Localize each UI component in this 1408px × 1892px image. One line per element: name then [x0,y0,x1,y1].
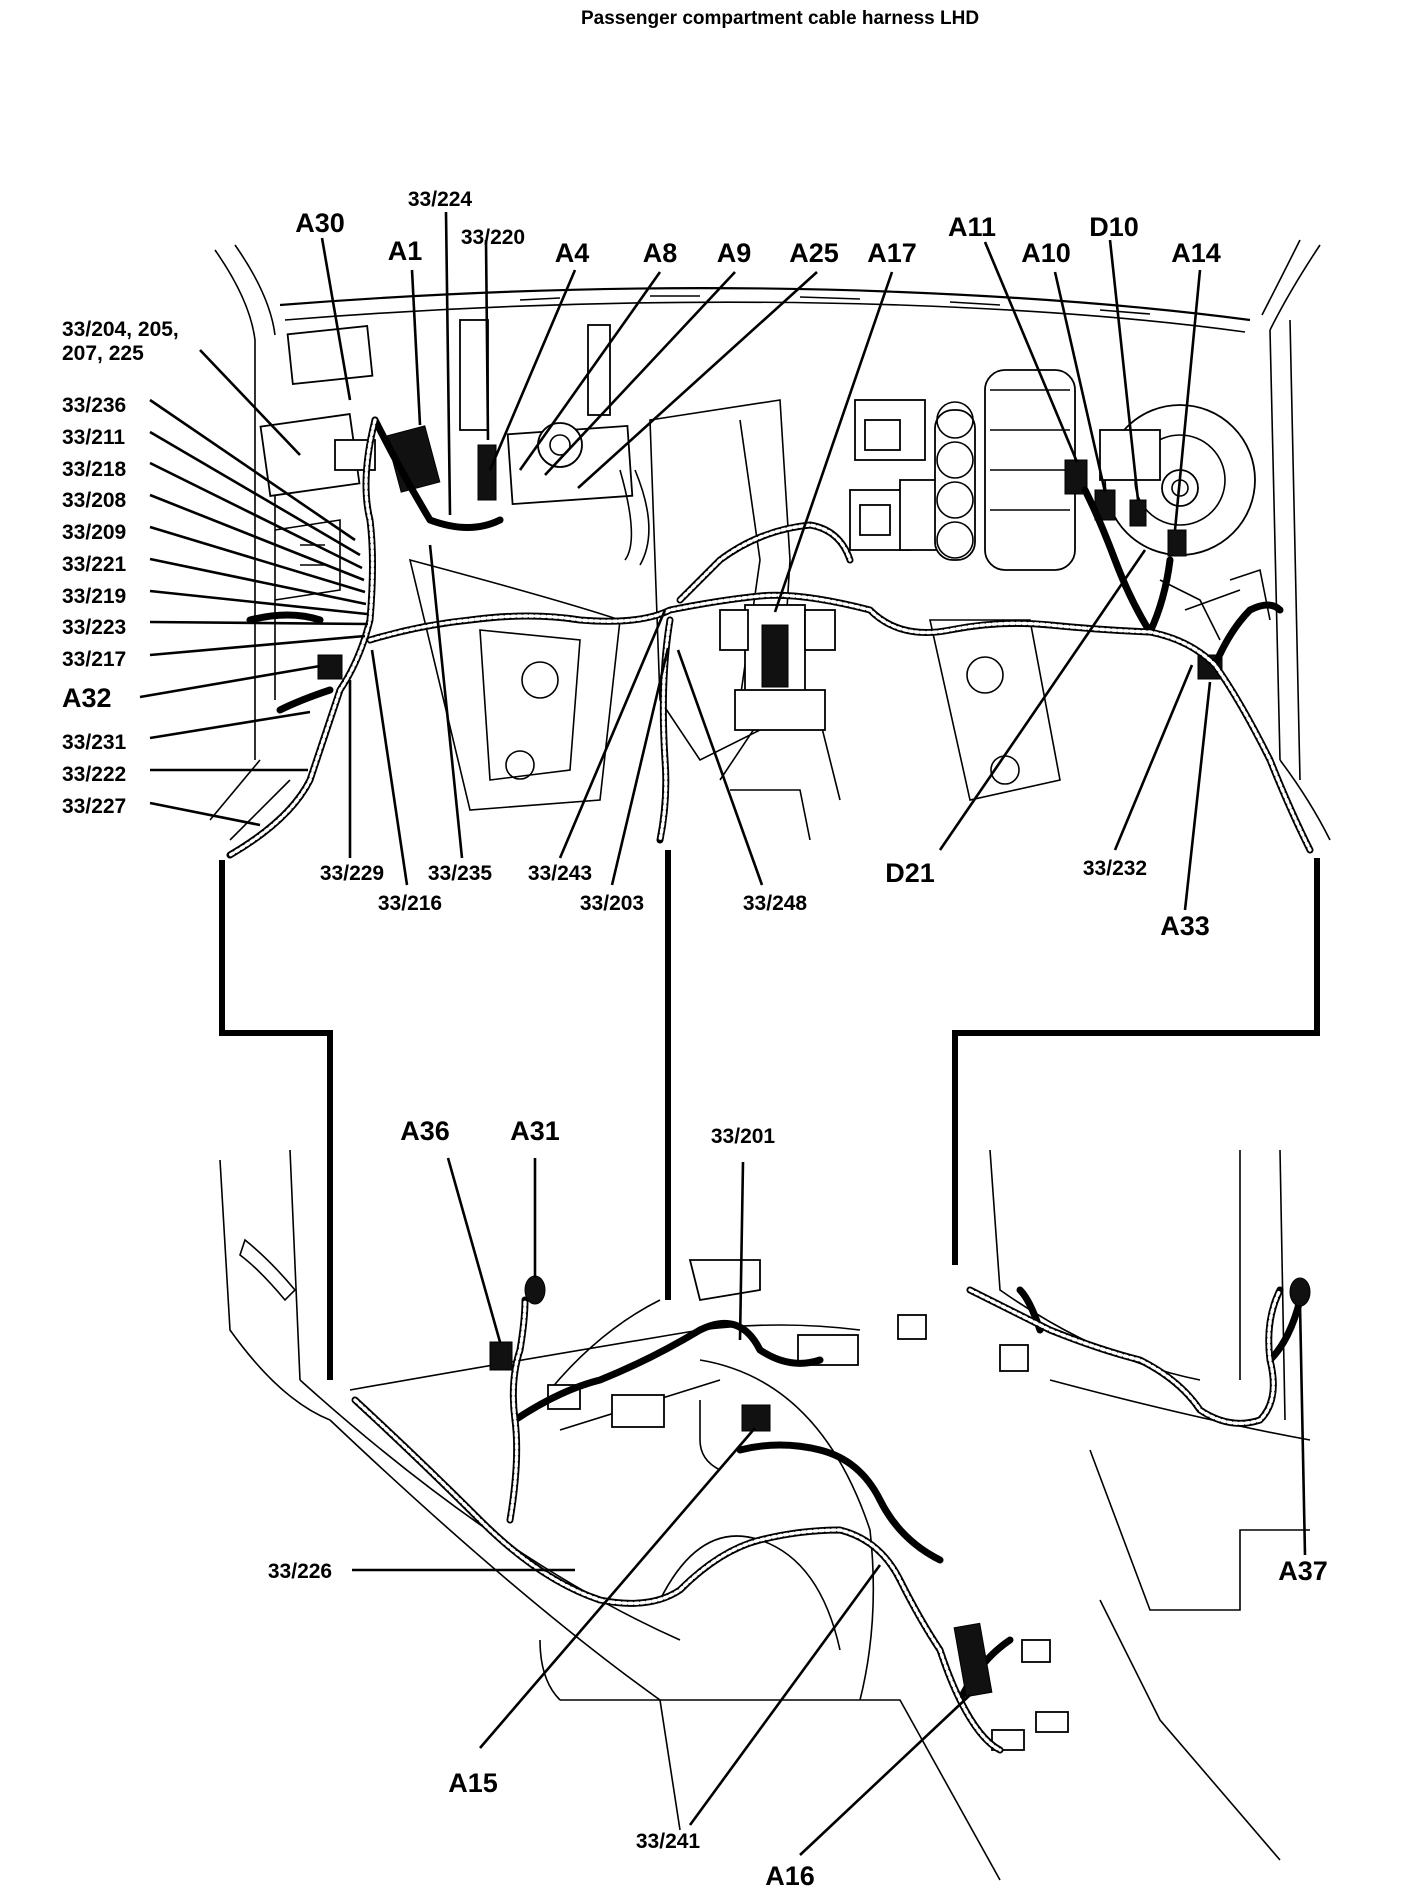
label-33-226: 33/226 [268,1560,332,1583]
label-33-243: 33/243 [528,862,592,885]
label-a1: A1 [388,236,423,266]
label-a25: A25 [789,238,839,268]
leader-lines [139,211,1307,1856]
label-d21: D21 [885,858,935,888]
lower-harness [351,1275,1311,1754]
label-a33: A33 [1160,911,1210,941]
label-a17: A17 [867,238,917,268]
label-33-221: 33/221 [62,553,127,576]
label-33-236: 33/236 [62,394,126,417]
label-33-219: 33/219 [62,585,126,608]
label-33-224: 33/224 [408,188,473,211]
label-a16: A16 [765,1861,815,1891]
floor-outline [219,1149,1311,1881]
label-33-248: 33/248 [743,892,808,915]
label-33-227: 33/227 [62,795,126,818]
label-33-209: 33/209 [62,521,126,544]
label-a8: A8 [643,238,678,268]
label-a31: A31 [510,1116,560,1146]
lower-labels: A36 A31 33/201 33/226 A37 A15 33/241 A16 [268,1116,1328,1891]
a31-connector [524,1275,546,1305]
label-a36: A36 [400,1116,450,1146]
label-33-235: 33/235 [428,862,493,885]
label-33-218: 33/218 [62,458,127,481]
label-33-204-line1: 33/204, 205, [62,318,179,341]
label-33-216: 33/216 [378,892,442,915]
a36-connector [489,1341,513,1371]
label-33-231: 33/231 [62,731,127,754]
routing-lines [219,850,1320,1380]
label-d10: D10 [1089,212,1139,242]
label-33-203: 33/203 [580,892,644,915]
label-a32: A32 [62,683,112,713]
label-33-222: 33/222 [62,763,126,786]
label-a15: A15 [448,1768,498,1798]
a15-connector [741,1404,771,1432]
a16-connector [953,1622,993,1698]
dashboard-outline [209,239,1331,841]
label-33-232: 33/232 [1083,857,1147,880]
label-33-208: 33/208 [62,489,127,512]
label-33-220: 33/220 [461,226,525,249]
label-a10: A10 [1021,238,1071,268]
upper-bottom-labels: 33/229 33/235 33/243 33/216 33/203 33/24… [320,857,1210,941]
label-a9: A9 [717,238,752,268]
label-33-241: 33/241 [636,1830,701,1853]
label-33-229: 33/229 [320,862,384,885]
diagram-title: Passenger compartment cable harness LHD [581,8,979,29]
left-labels: 33/204, 205, 207, 225 33/236 33/211 33/2… [62,318,179,818]
label-33-211: 33/211 [62,426,125,449]
label-a30: A30 [295,208,345,238]
label-33-217: 33/217 [62,648,126,671]
label-33-204-line2: 207, 225 [62,342,144,365]
label-a14: A14 [1171,238,1221,268]
label-a4: A4 [555,238,590,268]
top-labels: A30 A1 33/224 33/220 A4 A8 A9 A25 A17 A1… [295,188,1221,268]
label-33-223: 33/223 [62,616,126,639]
a37-connector [1289,1277,1311,1307]
label-a11: A11 [948,212,996,242]
label-a37: A37 [1278,1556,1328,1586]
label-33-201: 33/201 [711,1125,776,1148]
